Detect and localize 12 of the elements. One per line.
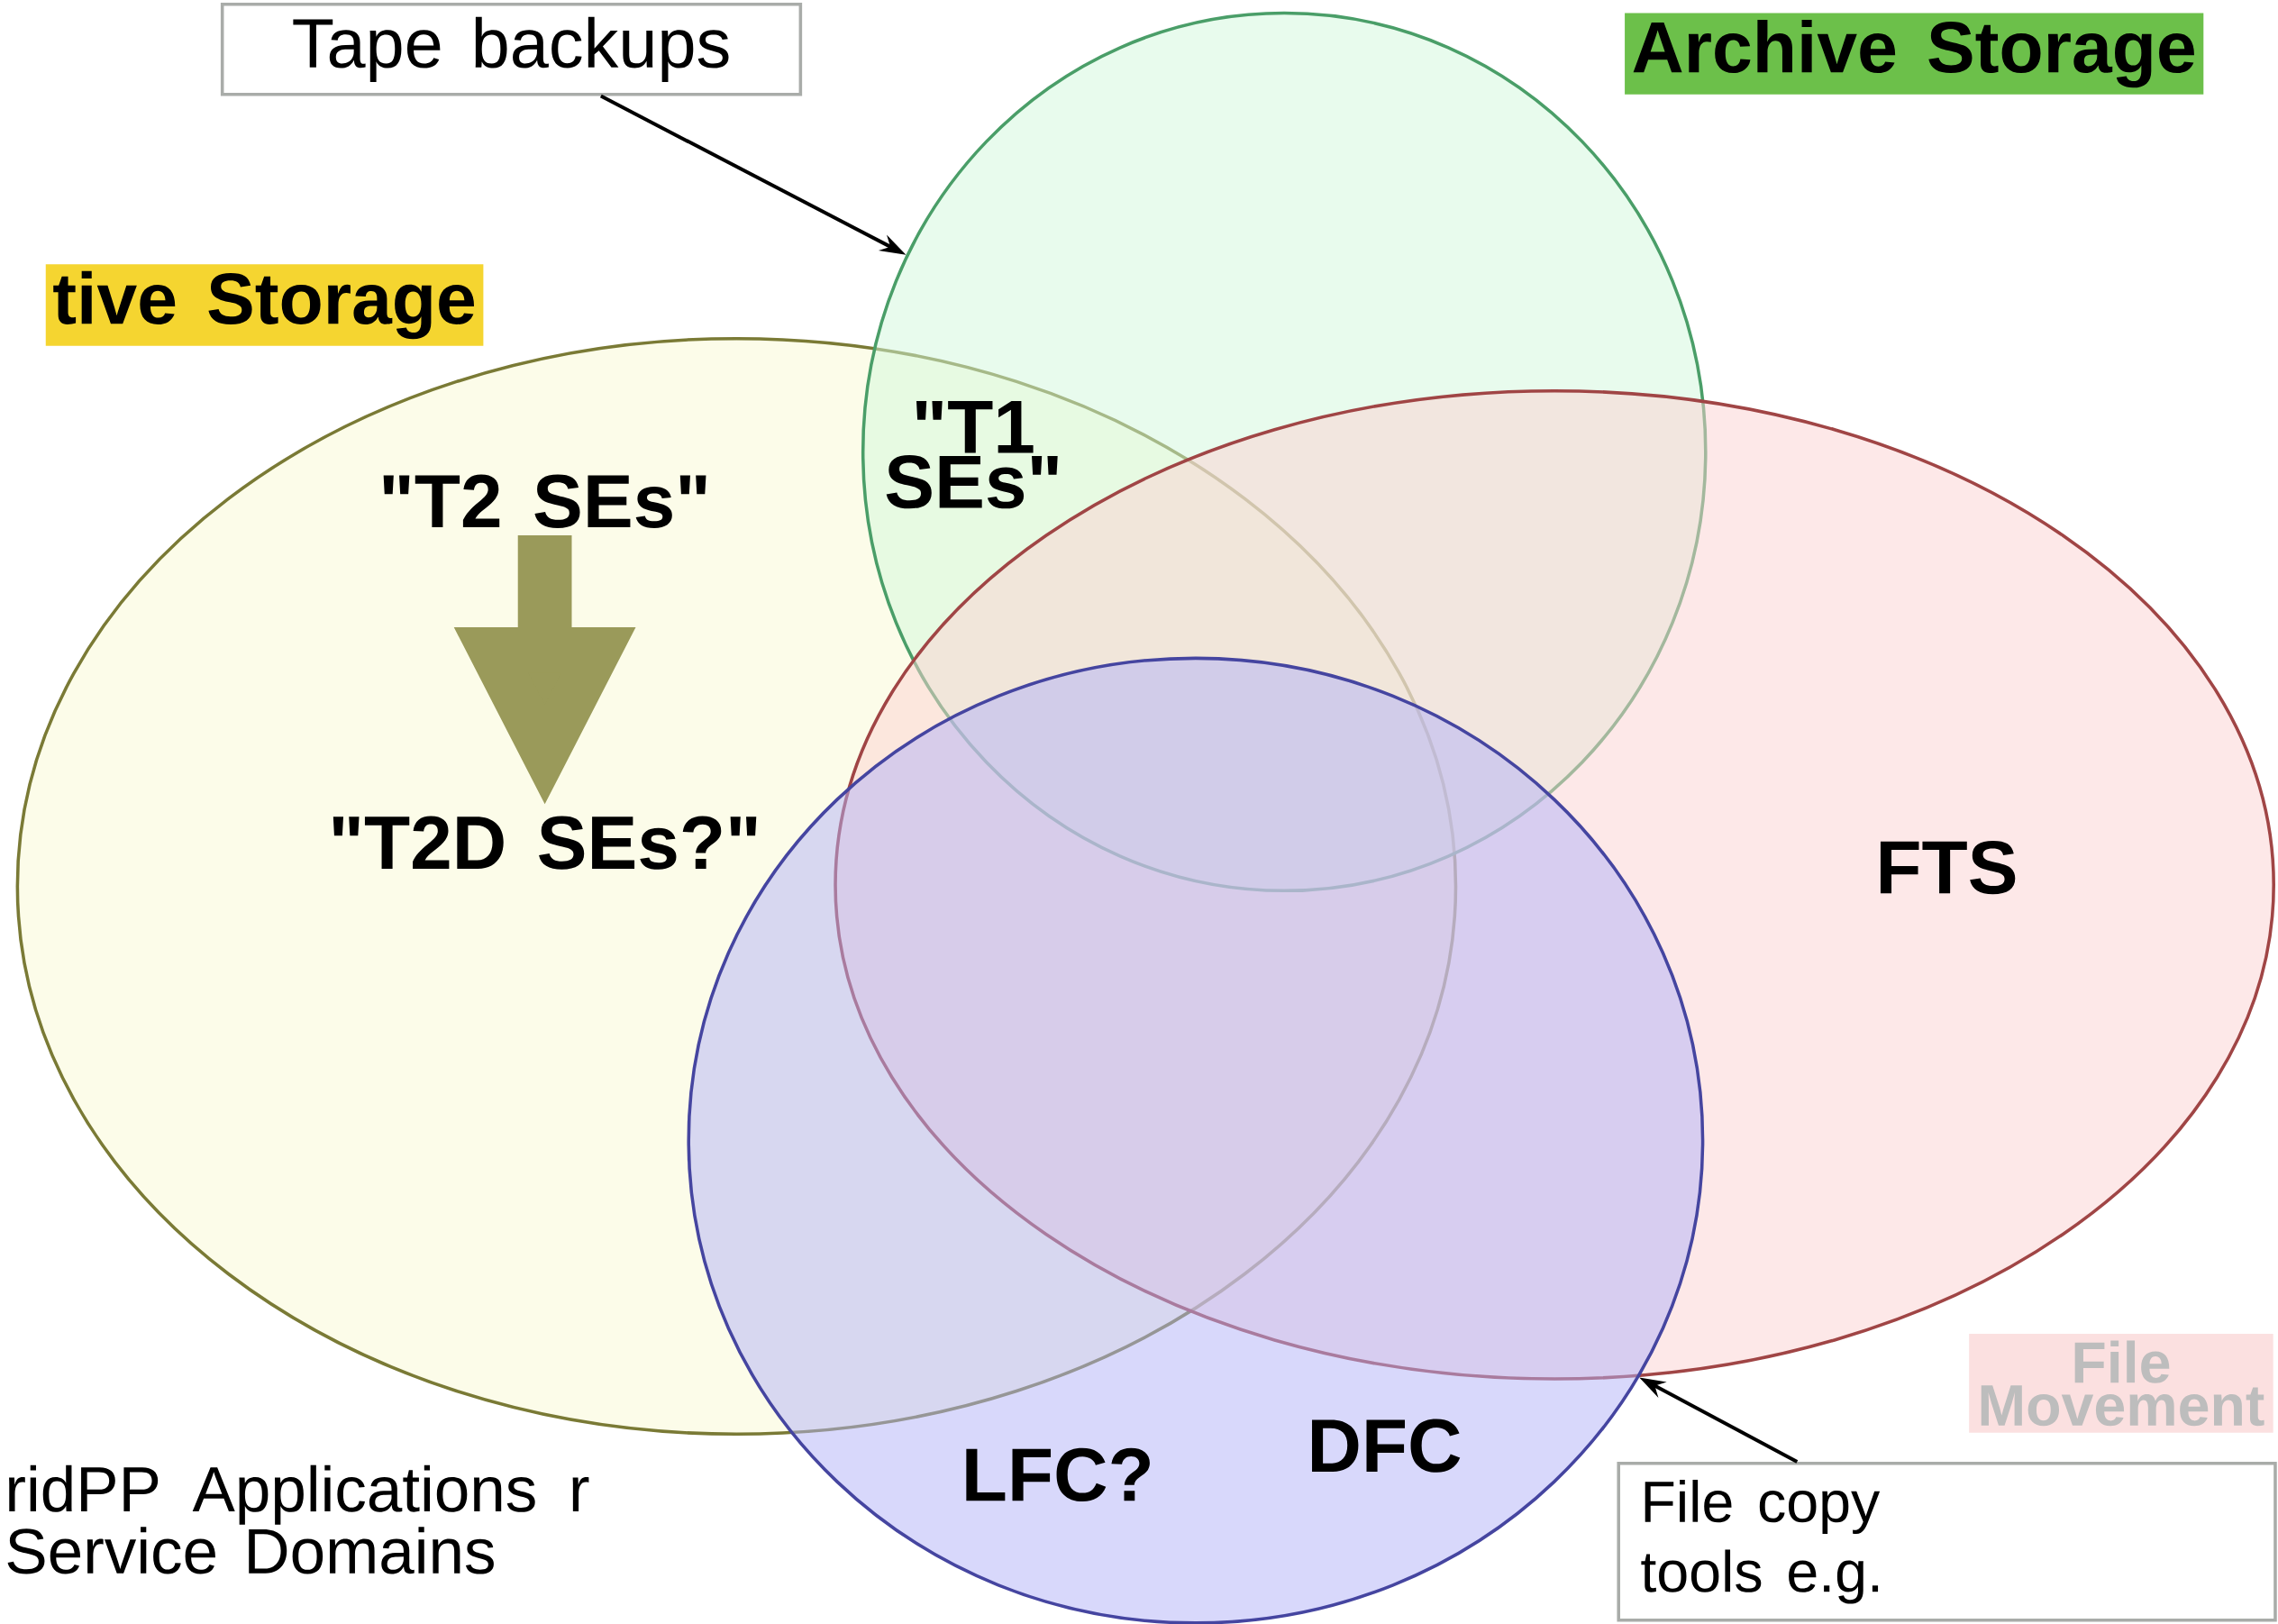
caption-text: ridPP Applications r Service Domains: [7, 1464, 589, 1574]
label-text: "T2D SEs?": [333, 816, 757, 870]
heading: File Movement: [1969, 1333, 2273, 1433]
callout-box: File copy tools e.g.: [1617, 1461, 2277, 1622]
label-text: LFC?: [966, 1447, 1150, 1501]
heading: tive Storage: [45, 264, 484, 346]
label-text: "T2 SEs": [383, 474, 706, 528]
label-text: DFC: [1312, 1419, 1461, 1473]
label-text: FTS: [1880, 840, 2016, 894]
heading: Archive Storage: [1625, 13, 2204, 95]
callout-box: Tape backups: [220, 2, 803, 96]
label-text: "T1 SEs": [886, 400, 1058, 509]
